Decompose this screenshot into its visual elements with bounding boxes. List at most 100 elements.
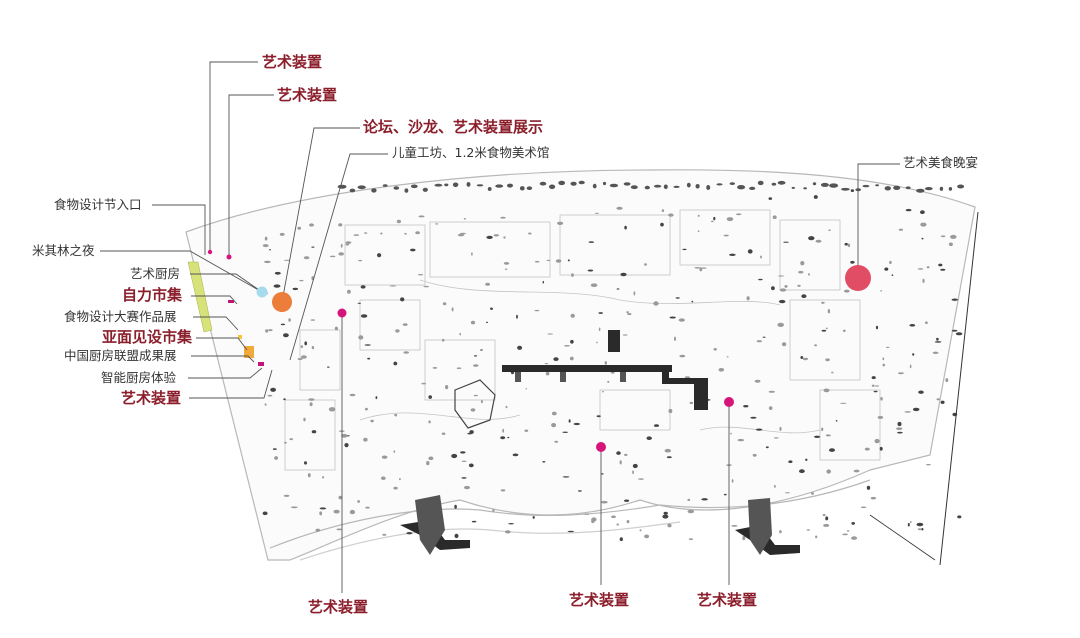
landscape-dot [907, 522, 910, 527]
landscape-dot [587, 269, 594, 272]
leader-top-art-1 [209, 61, 258, 252]
landscape-dot [358, 335, 364, 340]
landscape-dot [319, 507, 327, 510]
landscape-dot [840, 402, 847, 404]
label-bottom-art-1: 艺术装置 [308, 598, 369, 616]
landscape-dot [333, 509, 340, 514]
bottom-art-1-marker[interactable] [596, 442, 606, 452]
landscape-dot [750, 416, 757, 419]
landscape-dot [821, 301, 825, 304]
landscape-dot [697, 214, 700, 217]
landscape-dot [508, 523, 514, 525]
landscape-dot [729, 253, 736, 256]
landscape-dot [663, 184, 668, 190]
landscape-dot [568, 419, 571, 423]
landscape-dot [695, 184, 700, 189]
landscape-dot [500, 489, 506, 492]
landscape-dot [598, 312, 603, 314]
landscape-dot [897, 431, 903, 434]
landscape-dot [749, 186, 756, 190]
landscape-dot [957, 184, 965, 189]
landscape-dot [507, 436, 510, 439]
forum-marker[interactable] [272, 292, 292, 312]
landscape-dot [602, 391, 604, 393]
landscape-dot [825, 434, 831, 437]
landscape-dot [801, 294, 807, 299]
landscape-dot [554, 440, 559, 443]
landscape-dot [639, 529, 642, 532]
landscape-dot [262, 511, 268, 516]
landscape-dot [289, 438, 294, 441]
label-left-art: 艺术装置 [121, 389, 182, 407]
top-art-2-marker[interactable] [226, 254, 232, 260]
landscape-dot [897, 372, 904, 375]
landscape-dot [619, 537, 623, 542]
landscape-dot [377, 253, 382, 258]
landscape-dot [466, 182, 471, 187]
landscape-dot [473, 394, 478, 397]
landscape-dot [500, 436, 506, 440]
landscape-dot [347, 289, 351, 294]
landscape-dot [772, 215, 777, 219]
landscape-dot [417, 274, 424, 276]
landscape-dot [904, 411, 912, 413]
landscape-dot [688, 538, 694, 540]
landscape-dot [602, 181, 607, 186]
landscape-dot [710, 220, 714, 223]
landscape-dot [886, 346, 890, 349]
landscape-dot [578, 180, 585, 185]
landscape-dot [771, 182, 777, 186]
landscape-dot [718, 368, 725, 372]
landscape-dot [812, 182, 817, 186]
label-michelin: 米其林之夜 [32, 243, 95, 258]
landscape-dot [842, 329, 846, 332]
landscape-dot [546, 259, 551, 262]
landscape-dot [619, 460, 622, 465]
kids-workshop-marker[interactable] [337, 308, 347, 318]
landscape-dot [779, 299, 786, 304]
landscape-dot [341, 433, 348, 438]
landscape-dot [309, 402, 313, 407]
landscape-dot [920, 210, 925, 215]
landscape-dot [461, 477, 467, 479]
landscape-dot [451, 307, 454, 312]
landscape-dot [726, 356, 729, 358]
top-art-1-marker[interactable] [207, 249, 213, 255]
landscape-dot [357, 302, 361, 304]
art-kitchen-marker[interactable] [256, 286, 268, 298]
landscape-dot [272, 448, 277, 450]
landscape-dot [503, 262, 510, 265]
landscape-dot [660, 222, 664, 227]
landscape-dot [304, 461, 307, 465]
site-outline [185, 169, 976, 561]
landscape-dot [675, 297, 680, 299]
landscape-dot [460, 451, 466, 454]
landscape-dot [486, 235, 493, 239]
landscape-dot [357, 500, 360, 503]
landscape-dot [827, 309, 831, 314]
landscape-dot [924, 187, 933, 191]
banquet-marker[interactable] [845, 265, 871, 291]
landscape-dot [814, 344, 817, 347]
label-top-art-1: 艺术装置 [262, 53, 323, 71]
landscape-dot [399, 478, 401, 481]
landscape-dot [784, 285, 788, 288]
landscape-dot [598, 327, 601, 332]
landscape-dot [823, 388, 830, 393]
landscape-dot [896, 427, 903, 431]
landscape-dot [464, 485, 470, 490]
landscape-dot [813, 195, 818, 199]
landscape-dot [344, 443, 349, 448]
landscape-dot [319, 511, 323, 516]
landscape-dot [742, 536, 746, 541]
landscape-dot [389, 285, 397, 287]
landscape-dot [616, 451, 621, 455]
landscape-dot [473, 355, 478, 357]
landscape-dot [871, 376, 876, 380]
landscape-dot [951, 329, 958, 332]
landscape-dot [851, 536, 858, 540]
landscape-dot [309, 223, 314, 227]
bottom-art-2-marker[interactable] [724, 397, 734, 407]
landscape-dot [713, 348, 717, 351]
landscape-dot [774, 484, 776, 488]
